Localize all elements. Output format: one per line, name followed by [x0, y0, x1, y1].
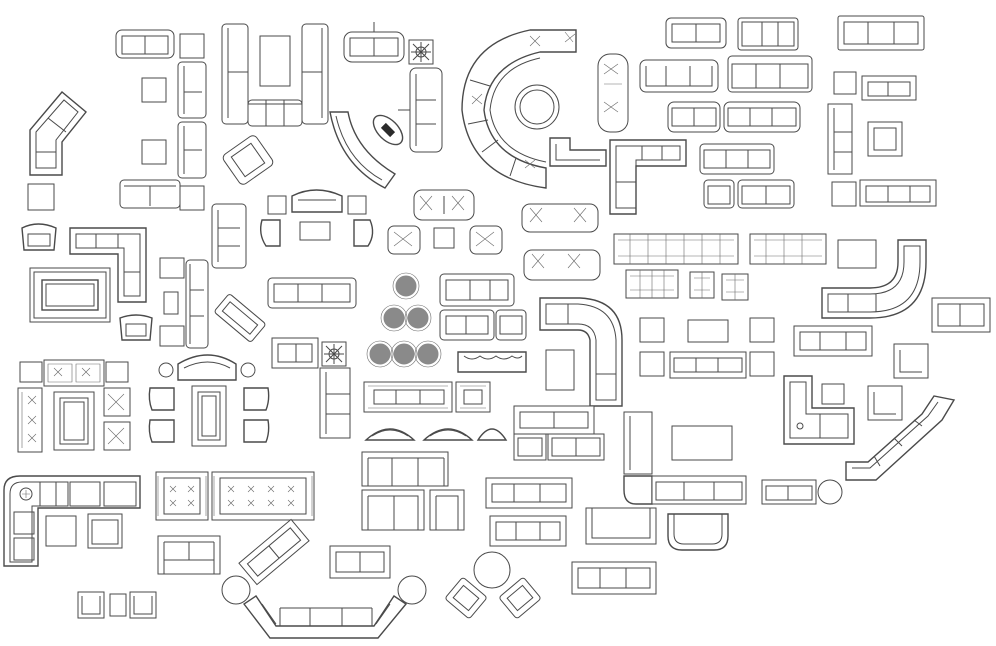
coffee-table-oval [372, 114, 404, 146]
armchair [495, 309, 527, 341]
armchair-patterned [413, 189, 475, 221]
curved-sofa-bottom [221, 518, 427, 639]
corner-chaise-left [29, 91, 87, 176]
chaise-longue [597, 53, 629, 133]
sofa-2-seat [737, 179, 795, 209]
sofa-set-vertical [159, 257, 209, 349]
corner-seat [893, 343, 929, 379]
ottoman-star [408, 39, 434, 65]
sofa-2-seat [667, 101, 721, 133]
side-table-square [179, 33, 205, 59]
loveseat-top-left [115, 29, 175, 59]
side-table-square [27, 183, 55, 211]
curved-sectional-right [821, 239, 927, 319]
corner-loveseat [549, 137, 607, 167]
armchair-patterned [469, 225, 503, 255]
area-rug-ornate [29, 267, 111, 323]
sofa-ornate [457, 351, 527, 373]
sofa-vertical [398, 67, 443, 153]
chaise-longue-diag [214, 294, 266, 342]
chairs-round-table [445, 551, 541, 619]
sofa-round-table-row [761, 479, 843, 505]
u-chair [667, 513, 729, 551]
sofa-3-seat [439, 273, 515, 307]
armchair-patterned [387, 225, 421, 255]
loveseat-small [343, 22, 405, 63]
u-sofa-with-table [221, 23, 329, 127]
u-chair-large [585, 507, 657, 545]
sofa-patterned [521, 203, 599, 233]
round-ottomans [366, 272, 442, 368]
l-sectional-left [69, 227, 147, 303]
sofa-3-seat [639, 59, 719, 93]
recliners-small [625, 269, 749, 301]
living-set-tables [639, 317, 775, 379]
dining-living-set [148, 354, 270, 447]
sofa-3-seat [485, 477, 573, 509]
chairs-with-table [77, 591, 157, 619]
sofa-3-seat [793, 325, 873, 357]
sofa-3-seat [737, 17, 799, 51]
sofa-tufted-pair [155, 471, 315, 521]
coffee-table [837, 239, 877, 269]
sofa-3-seat [699, 143, 775, 175]
recliner-corner [783, 375, 855, 445]
sofa-vertical-table [211, 203, 247, 269]
sofa-3-seat [489, 515, 567, 547]
sofa-2-seat [329, 545, 391, 579]
sofa-patterned [523, 249, 601, 281]
sofa-2-seat [439, 309, 495, 341]
ornate-chairs-row [364, 428, 508, 441]
living-set-right [827, 71, 937, 207]
sofa-3-seat [665, 17, 727, 49]
armchair [703, 179, 735, 209]
loveseat-right-edge [931, 297, 991, 333]
sectional-patterned [3, 475, 141, 567]
loveseat-bottom [157, 535, 221, 575]
side-table-square [433, 227, 455, 249]
armchair-small [21, 223, 57, 251]
armchair-ornate [119, 314, 153, 341]
l-sectional-large [539, 297, 623, 407]
sofa-chairs-table [259, 189, 374, 247]
l-sectional-bottom [623, 411, 747, 505]
sofa-set-boxes [361, 451, 465, 531]
sofa-3-seat [727, 55, 813, 93]
l-sectional [609, 139, 687, 215]
sofa-set-patterned [17, 359, 131, 453]
sofa-3-seat-long [267, 277, 357, 309]
chaise-longue-curved [329, 111, 397, 189]
curved-sectional-large [461, 29, 577, 189]
sofa-3-seat [571, 561, 657, 595]
sofa-ornate-long [363, 381, 491, 413]
sofa-3-seat [837, 15, 925, 51]
sofa-3-seat [723, 101, 801, 133]
sofa-chairs [271, 337, 351, 439]
sofa-2-seat-vertical-stack [513, 405, 605, 461]
angled-sectional [845, 395, 956, 481]
side-table-square [179, 185, 205, 211]
corner-seat [867, 385, 903, 421]
recliner-row [613, 233, 827, 265]
armchair-rotated [222, 135, 274, 185]
